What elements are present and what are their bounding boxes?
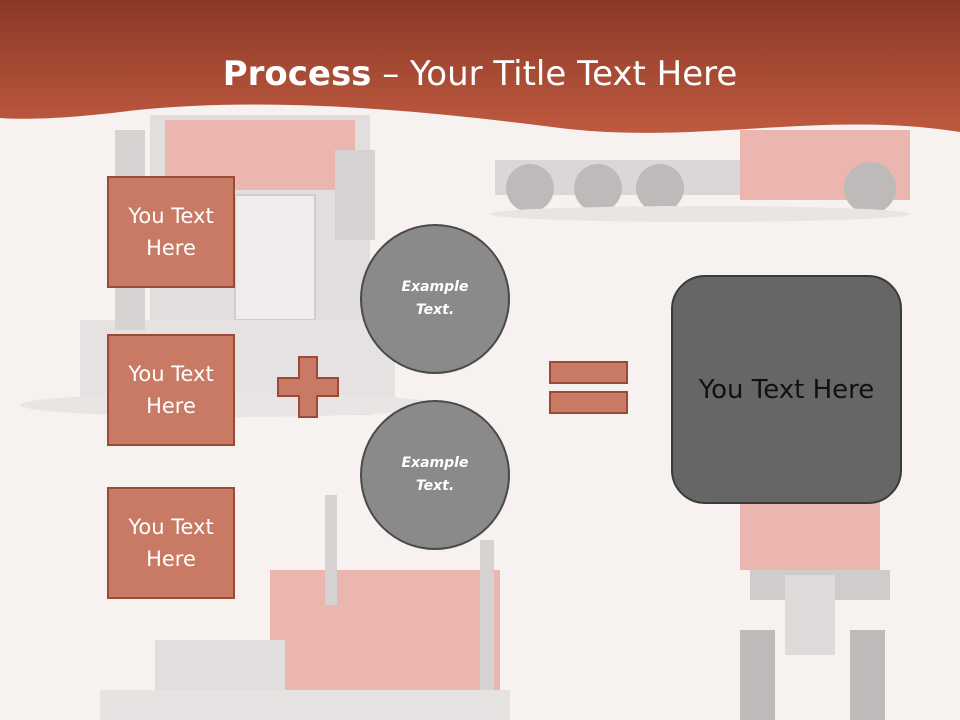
result-box[interactable]: You Text Here <box>671 275 902 504</box>
text-box-label: You Text Here <box>128 362 214 418</box>
circle-label: Example Text. <box>401 279 469 318</box>
equals-icon <box>549 361 628 414</box>
text-box-label: You Text Here <box>128 515 214 571</box>
example-circle-1[interactable]: Example Text. <box>360 224 510 374</box>
text-box-1[interactable]: You Text Here <box>107 176 235 288</box>
truck-side-top-right <box>490 130 910 222</box>
truck-rear-bottom-right <box>740 500 890 720</box>
result-label: You Text Here <box>698 374 875 405</box>
title-rest: – Your Title Text Here <box>371 54 738 94</box>
text-box-label: You Text Here <box>128 204 214 260</box>
text-box-3[interactable]: You Text Here <box>107 487 235 599</box>
circle-label: Example Text. <box>401 455 469 494</box>
title-bold: Process <box>222 54 372 94</box>
example-circle-2[interactable]: Example Text. <box>360 400 510 550</box>
header-band <box>0 0 960 133</box>
plus-icon <box>277 356 339 418</box>
text-box-2[interactable]: You Text Here <box>107 334 235 446</box>
page-title: Process – Your Title Text Here <box>0 52 960 96</box>
truck-front-bottom-left <box>100 495 510 720</box>
